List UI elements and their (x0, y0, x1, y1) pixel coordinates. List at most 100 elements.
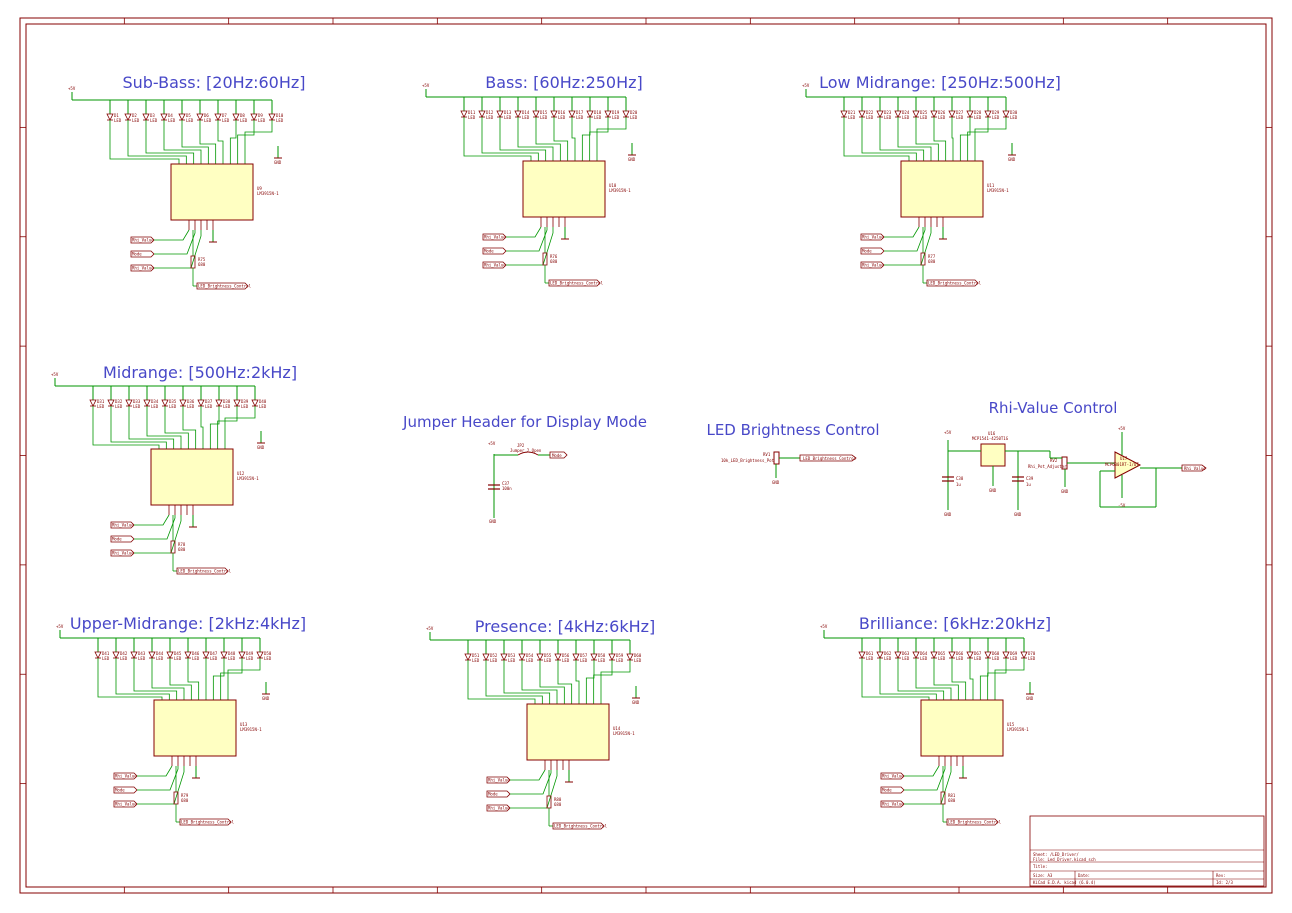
led-ref: D10 (276, 113, 284, 118)
ic-body (150, 448, 234, 506)
led-net (979, 658, 989, 700)
jumper-cap-val: 100n (502, 486, 512, 491)
led-val: LED (562, 658, 570, 663)
led-icon (514, 110, 522, 118)
tb-size: Size: A3 (1033, 873, 1053, 878)
rhi-out-label-text: Rhi_Value (1184, 466, 1206, 471)
led-net (879, 117, 925, 161)
led-val: LED (992, 656, 1000, 661)
label-net (884, 227, 926, 252)
led-icon (554, 653, 562, 661)
led-icon (858, 110, 866, 118)
led-ref: D47 (210, 651, 218, 656)
led-net (463, 117, 532, 161)
led-ref: D64 (920, 651, 928, 656)
rhi-title: Rhi-Value Control (989, 399, 1118, 417)
jumper-title: Jumper Header for Display Mode (402, 413, 647, 431)
led-icon (604, 110, 612, 118)
led-val: LED (974, 656, 982, 661)
led-net (503, 660, 551, 704)
led-net (217, 406, 238, 449)
net-label (486, 804, 511, 812)
led-net (994, 658, 1025, 700)
net-label-text: Mode (484, 249, 494, 254)
label-net (137, 765, 173, 777)
section-title: Presence: [4kHz:6kHz] (475, 617, 656, 636)
led-net (557, 660, 573, 704)
led-net (553, 117, 569, 161)
led-net (535, 117, 561, 161)
vcc-label: +5V (426, 626, 434, 631)
led-val: LED (120, 656, 128, 661)
led-icon (184, 651, 192, 659)
led-net (974, 117, 1007, 161)
net-label (486, 776, 511, 784)
section-midrange: Midrange: [500Hz:2kHz]+5VD31LEDD32LEDD33… (51, 363, 297, 575)
net-label (113, 786, 138, 794)
gnd-label: GND (1026, 696, 1034, 701)
res-val: 680 (178, 547, 186, 552)
led-ref: D53 (508, 653, 516, 658)
led-icon (518, 653, 526, 661)
led-ref: D32 (115, 399, 123, 404)
led-net (200, 406, 204, 449)
led-icon (858, 651, 866, 659)
tb-rev: Rev: (1216, 873, 1226, 878)
net-label (880, 786, 905, 794)
led-val: LED (902, 115, 910, 120)
label-net (506, 227, 554, 266)
jumper-ref: JP2 (517, 443, 525, 448)
label-net (506, 226, 542, 238)
section-title: Brilliance: [6kHz:20kHz] (859, 614, 1051, 633)
label-net (134, 515, 182, 554)
led-val: LED (169, 404, 177, 409)
led-ref: D56 (562, 653, 570, 658)
led-net (593, 660, 613, 704)
led-icon (912, 110, 920, 118)
led-val: LED (486, 115, 494, 120)
section-bass: Bass: [60Hz:250Hz]+5VD11LEDD12LEDD13LEDD… (422, 73, 643, 287)
led-net (897, 658, 945, 700)
led-ref: D50 (264, 651, 272, 656)
led-net (596, 117, 627, 161)
led-ref: D58 (598, 653, 606, 658)
led-icon (268, 113, 276, 121)
led-val: LED (490, 658, 498, 663)
led-val: LED (115, 404, 123, 409)
brightness-block: LED Brightness Control 10k_LED_Brightnes… (706, 421, 879, 485)
led-val: LED (974, 115, 982, 120)
section-title: Sub-Bass: [20Hz:60Hz] (122, 73, 305, 92)
brightness-net-text: LED_Brightness_Control (178, 569, 232, 574)
net-label-text: Rhi_Value (132, 266, 154, 271)
led-val: LED (866, 656, 874, 661)
rhi-vcc-left: +5V (944, 430, 952, 435)
led-icon (894, 651, 902, 659)
led-val: LED (472, 658, 480, 663)
brightness-net-label (926, 279, 979, 287)
rhi-gnd-reg: GND (989, 488, 997, 493)
led-net (521, 660, 558, 704)
gnd-label: GND (274, 160, 282, 165)
led-icon (106, 113, 114, 121)
jumper-mode-label (549, 451, 568, 459)
led-icon (220, 651, 228, 659)
ic-val: LM3915N-1 (987, 188, 1009, 193)
led-ref: D48 (228, 651, 236, 656)
label-net (510, 770, 558, 809)
led-val: LED (576, 115, 584, 120)
led-val: LED (866, 115, 874, 120)
led-net (517, 117, 554, 161)
led-ref: D45 (174, 651, 182, 656)
ic-val: LM3915N-1 (237, 476, 259, 481)
led-ref: D3 (150, 113, 155, 118)
ic-ref: U12 (237, 471, 245, 476)
net-label-text: Mode (112, 537, 122, 542)
led-net (485, 660, 543, 704)
led-val: LED (168, 118, 176, 123)
section-presence: Presence: [4kHz:6kHz]+5VD51LEDD52LEDD53L… (426, 617, 656, 830)
led-ref: D16 (558, 110, 566, 115)
net-label-text: Rhi_Value (484, 235, 506, 240)
jumper-val: Jumper_2_Open (510, 448, 542, 453)
led-icon (590, 653, 598, 661)
brightness-title: LED Brightness Control (706, 421, 879, 439)
